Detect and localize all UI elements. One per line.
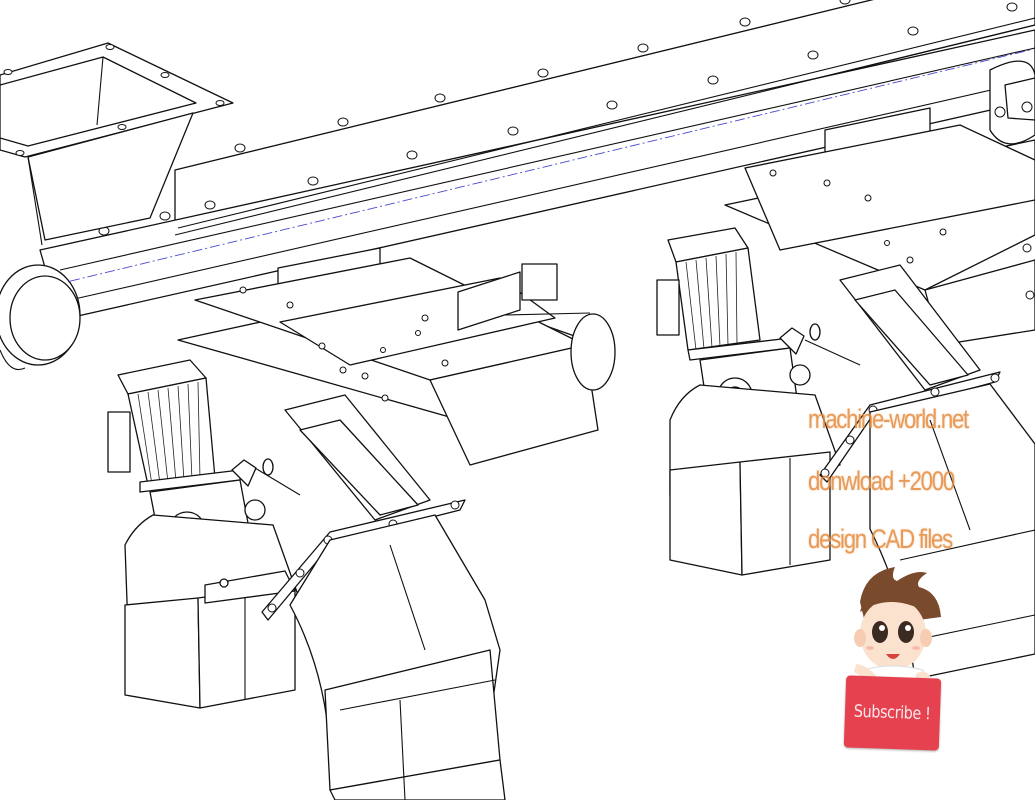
- discharge-gate-1: [177, 247, 616, 466]
- watermark-line-1: machine-world.net: [808, 404, 969, 434]
- subscribe-button[interactable]: Subscribe !: [843, 675, 942, 751]
- inlet-hopper: [0, 42, 234, 246]
- watermark-line-2: donwload +2000: [808, 466, 955, 496]
- discharge-gate-2: [724, 77, 1035, 346]
- subscribe-label: Subscribe !: [853, 701, 932, 725]
- screw-trough: [0, 0, 1035, 321]
- watermark-line-3: design CAD files: [808, 524, 953, 554]
- end-bearing: [0, 264, 81, 371]
- chute-1: [124, 394, 506, 800]
